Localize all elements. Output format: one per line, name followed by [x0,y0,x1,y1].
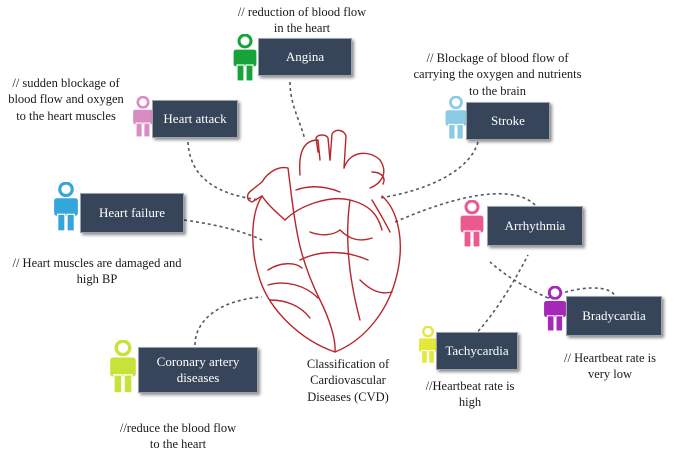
bradycardia-person-icon [542,286,568,332]
angina-person-icon [232,34,258,82]
connector-heart-failure [183,219,263,241]
heart-attack-box: Heart attack [152,100,238,138]
bradycardia-box: Bradycardia [566,296,662,336]
stroke-label: Stroke [491,113,525,129]
tachycardia-note: //Heartbeat rate is high [425,379,515,410]
heart-failure-note: // Heart muscles are damaged and high BP [12,256,182,287]
angina-box: Angina [258,38,352,76]
connector-angina [289,81,306,141]
stroke-person-icon [444,96,468,140]
heart-failure-person-icon [52,182,80,232]
stroke-box: Stroke [466,102,550,140]
connector-stroke [379,141,479,199]
tachycardia-label: Tachycardia [445,343,509,359]
connector-bradycardia [489,261,616,299]
coronary-label: Coronary artery diseases [156,354,240,385]
heart-attack-person-icon [132,96,154,138]
heart-failure-label: Heart failure [98,205,166,221]
stroke-note: // Blockage of blood flow of carrying th… [413,51,582,98]
bradycardia-label: Bradycardia [582,308,646,324]
diagram-title: Classification of Cardiovascular Disease… [306,357,390,404]
arrhythmia-label: Arrhythmia [504,218,566,234]
coronary-person-icon [108,340,138,394]
connector-heart-attack [187,141,261,201]
arrhythmia-box: Arrhythmia [487,206,583,246]
bradycardia-note: // Heartbeat rate is very low [564,351,656,382]
heart-attack-label: Heart attack [163,111,227,127]
tachycardia-person-icon [418,326,438,364]
angina-note: // reduction of blood flow in the heart [237,5,367,36]
angina-label: Angina [285,49,325,65]
connector-tachycardia [469,254,529,341]
tachycardia-box: Tachycardia [436,332,518,370]
connector-arrhythmia [394,192,536,223]
coronary-note: //reduce the blood flow to the heart [119,421,237,452]
connector-coronary [194,296,263,346]
arrhythmia-person-icon [459,200,485,248]
heart-failure-box: Heart failure [80,193,184,233]
coronary-box: Coronary artery diseases [138,347,258,393]
heart-attack-note: // sudden blockage of blood flow and oxy… [8,76,124,123]
